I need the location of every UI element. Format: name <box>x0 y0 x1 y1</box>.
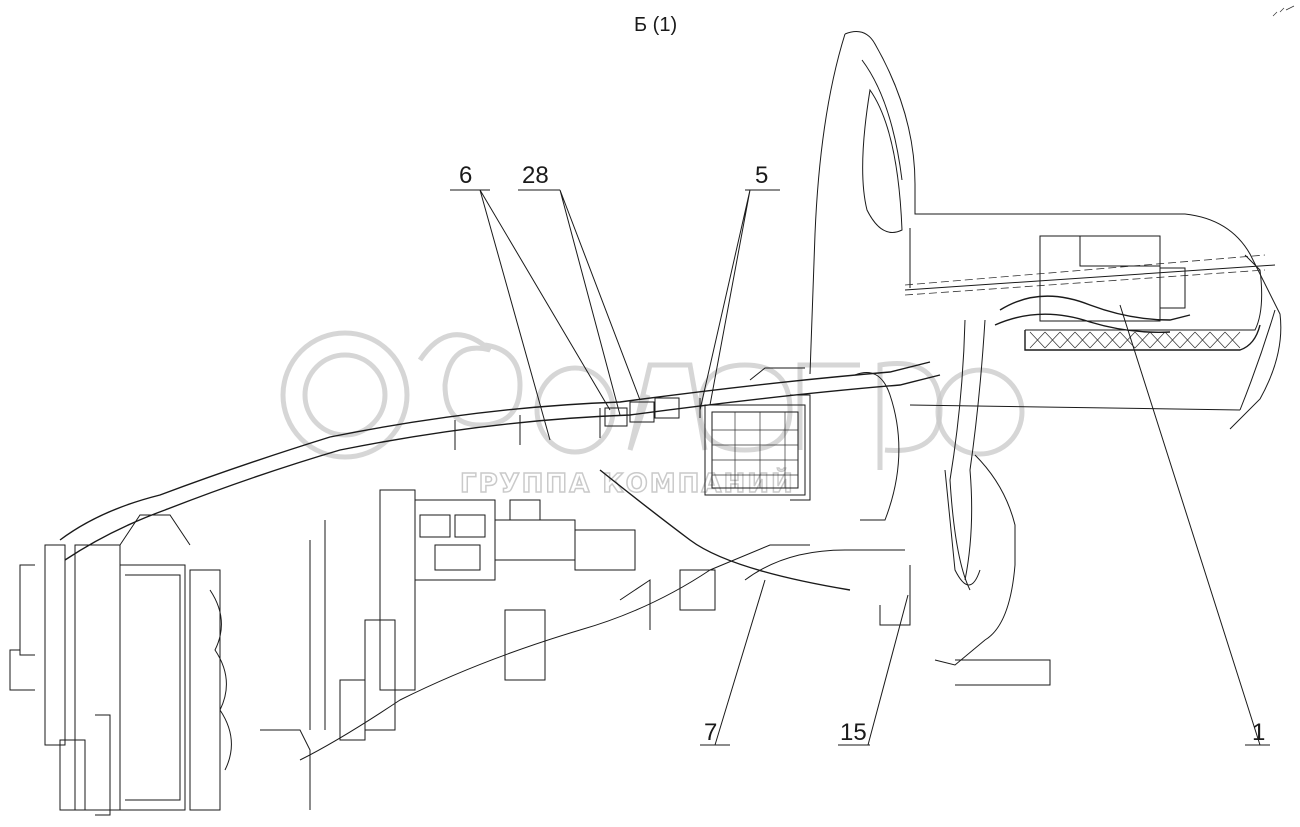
cab-outline <box>809 31 1282 686</box>
callout-28: 28 <box>522 162 549 189</box>
callout-6: 6 <box>459 162 472 189</box>
corner-mark <box>1272 5 1295 17</box>
engine-compartment <box>9 514 911 816</box>
callout-7: 7 <box>704 719 717 746</box>
seat-cushion-hatch <box>1029 331 1241 349</box>
callout-1: 1 <box>1252 719 1265 746</box>
valve-block <box>309 469 851 741</box>
callout-15: 15 <box>840 719 867 746</box>
seat-assembly <box>944 235 1263 591</box>
watermark-subtitle: ГРУППА КОМПАНИЙ <box>460 467 795 499</box>
cooler-block <box>704 372 900 521</box>
view-title: Б (1) <box>634 14 677 36</box>
watermark-logo: ГРУППА КОМПАНИЙ <box>280 330 1025 500</box>
callout-5: 5 <box>755 162 768 189</box>
leader-lines <box>450 189 1270 746</box>
hose-run <box>59 361 941 561</box>
